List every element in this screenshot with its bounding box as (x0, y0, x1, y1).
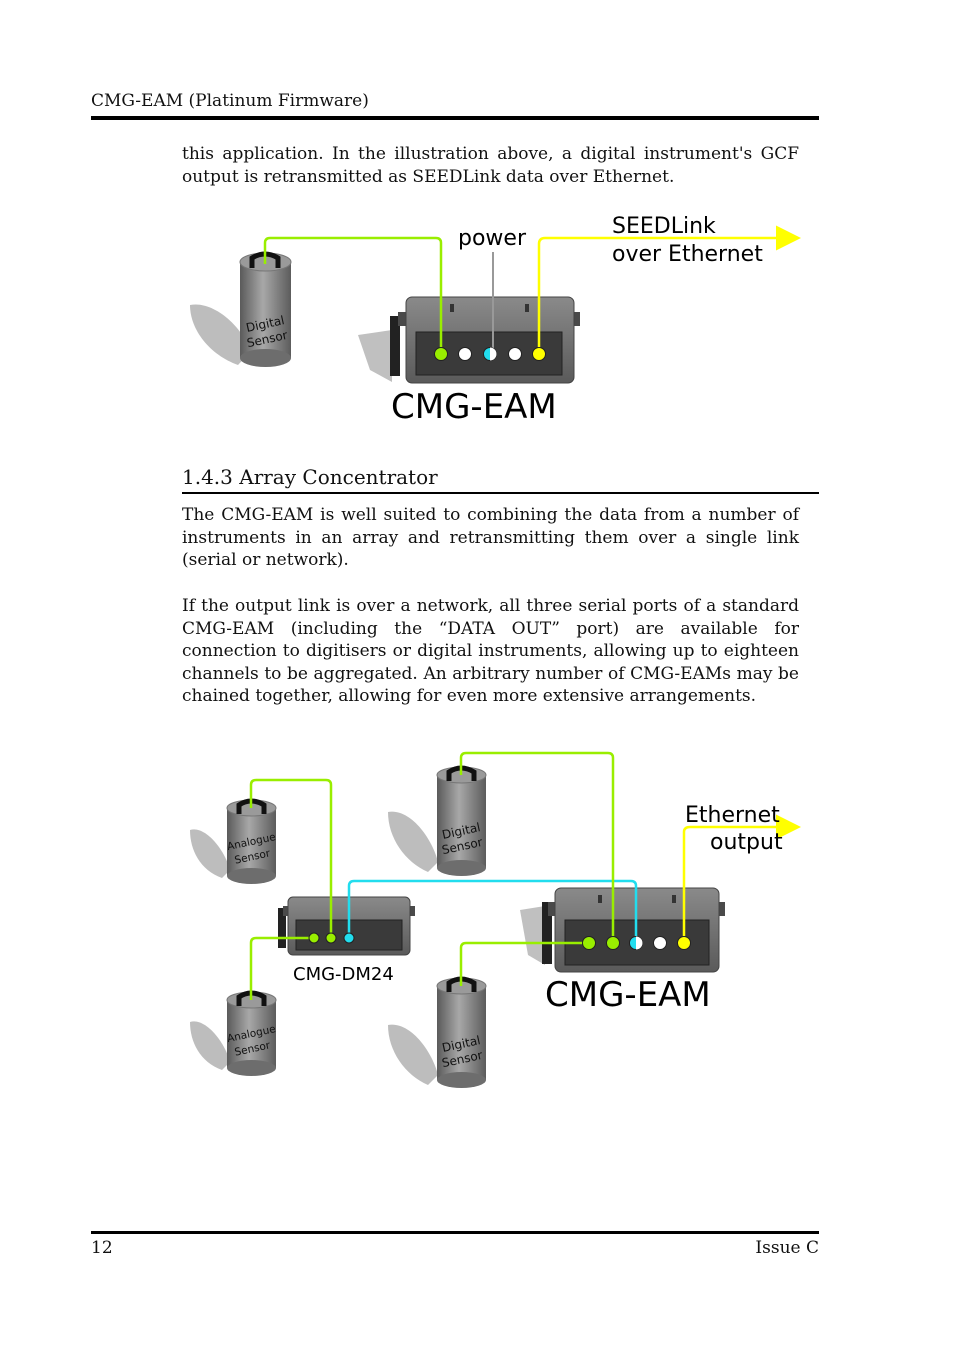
figure-seedlink-diagram: Digital Sensor power SEEDLink over Ether… (190, 214, 801, 427)
dm24-port-3 (343, 932, 355, 944)
section-heading: 1.4.3 Array Concentrator (182, 465, 438, 489)
dm24-port-2 (325, 932, 337, 944)
running-header: CMG-EAM (Platinum Firmware) (91, 91, 369, 111)
digital-bottom-cable (459, 941, 589, 986)
port-yellow (532, 347, 546, 361)
eam-port-2 (606, 936, 620, 950)
cmg-eam-device (358, 296, 580, 384)
digital-sensor-icon: Digital Sensor (239, 251, 292, 367)
dm24-port-1 (308, 932, 320, 944)
ethernet-output-cable (682, 814, 801, 943)
eam-port-4 (653, 936, 667, 950)
cmg-dm24-label: CMG-DM24 (293, 964, 394, 985)
seedlink-label-line2: over Ethernet (612, 242, 763, 267)
seedlink-label-line1: SEEDLink (612, 214, 716, 239)
eam-port-1 (582, 936, 596, 950)
analogue-sensor-bottom-icon: Analogue Sensor (190, 990, 277, 1076)
analogue-top-cable (249, 778, 333, 938)
section-rule (182, 492, 819, 494)
header-rule (91, 116, 819, 120)
digital-top-cable (459, 751, 615, 943)
ethernet-label-line2: output (710, 830, 783, 855)
ethernet-label-line1: Ethernet (685, 803, 780, 828)
dm24-to-eam-cable (347, 879, 638, 943)
port-white-2 (508, 347, 522, 361)
analogue-sensor-top-icon: Analogue Sensor (190, 798, 277, 884)
cmg-eam-device-2 (520, 887, 725, 973)
intro-paragraph: this application. In the illustration ab… (182, 144, 799, 187)
section-paragraph-1: The CMG-EAM is well suited to combining … (182, 505, 799, 570)
digital-sensor-top-icon: Digital Sensor (388, 765, 487, 876)
cmg-dm24-device (278, 896, 415, 956)
section-paragraph-2: If the output link is over a network, al… (182, 596, 799, 706)
analogue-bottom-cable (249, 936, 314, 1000)
figure-array-diagram: Analogue Sensor Analogue Sensor Digital … (190, 751, 801, 1088)
issue-label: Issue C (755, 1238, 819, 1258)
sensor-cable-green (263, 236, 443, 354)
port-green (434, 347, 448, 361)
cmg-eam-label: CMG-EAM (391, 387, 557, 427)
digital-sensor-shadow (190, 304, 250, 365)
cmg-eam-label-2: CMG-EAM (545, 975, 711, 1015)
footer-rule (91, 1231, 819, 1234)
eam-port-5 (677, 936, 691, 950)
page-number: 12 (91, 1238, 113, 1258)
digital-sensor-bottom-icon: Digital Sensor (388, 976, 487, 1088)
port-white (458, 347, 472, 361)
seedlink-output-cable (537, 225, 801, 354)
power-label: power (458, 226, 527, 251)
